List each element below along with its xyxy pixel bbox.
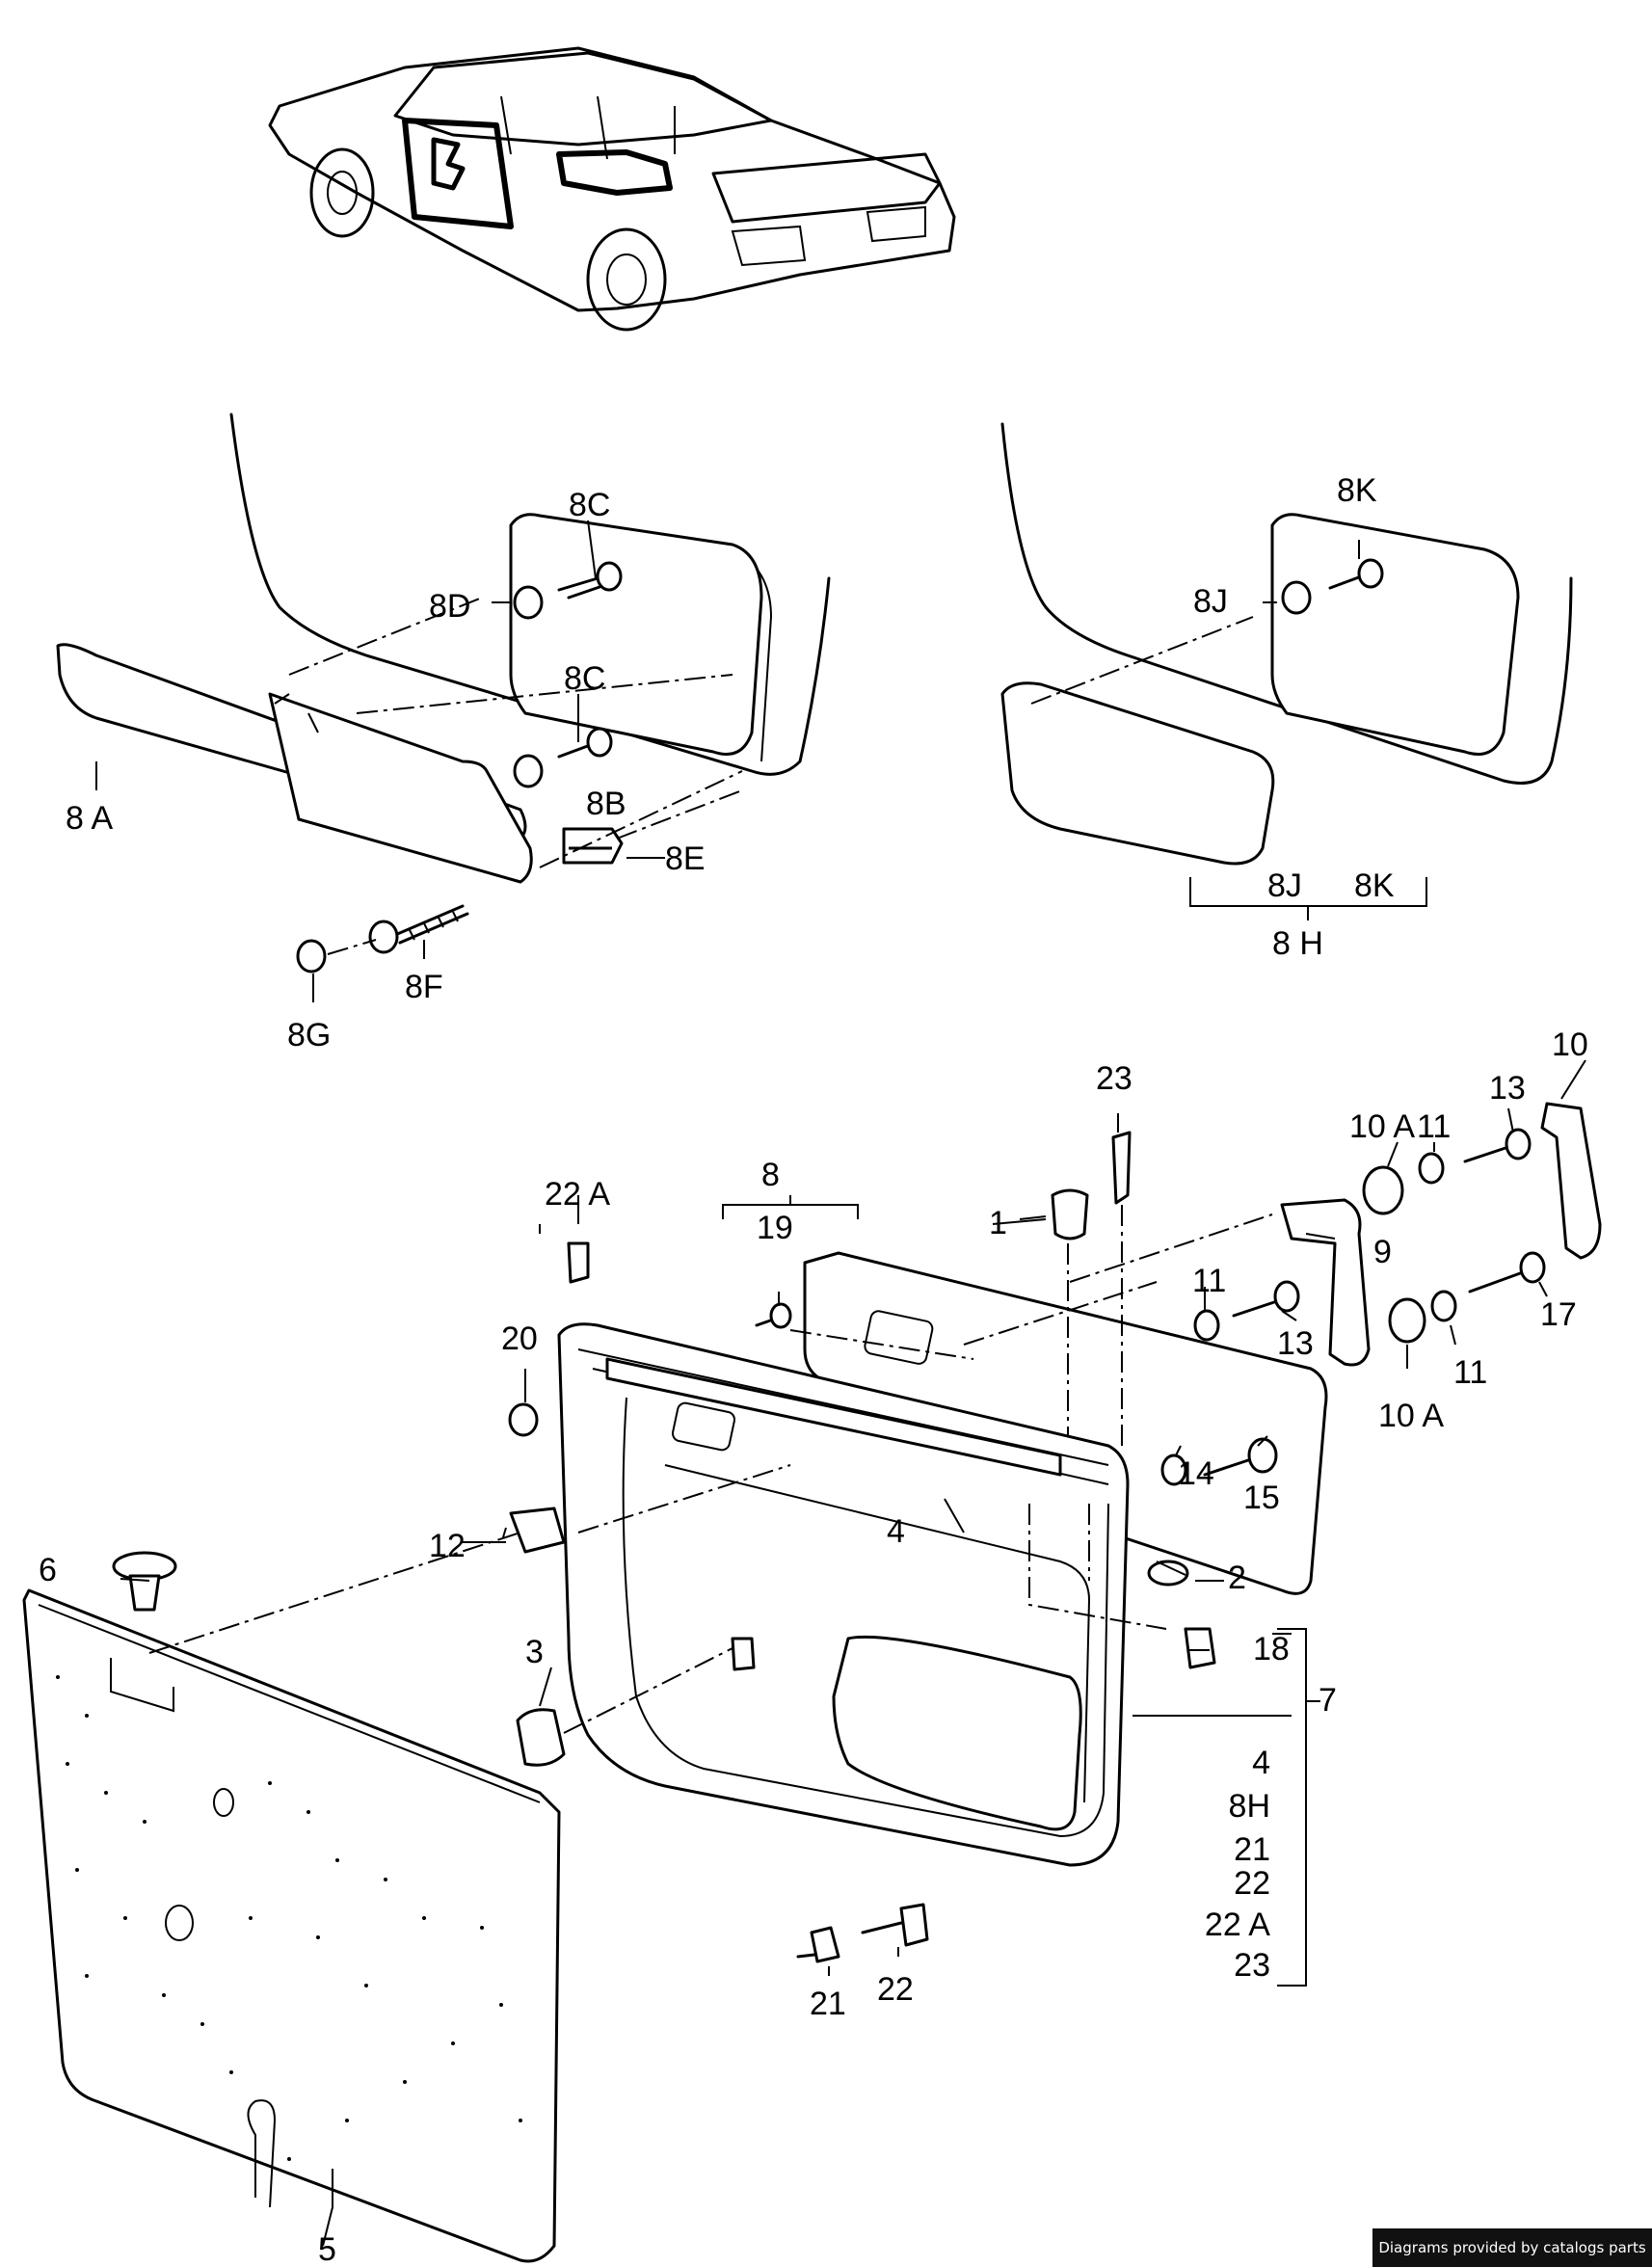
label-19: 19 [757,1210,793,1246]
door-insulation-5 [22,1588,561,2263]
label-11-mid: 11 [1192,1263,1226,1299]
group-7-item: 22 [1234,1865,1270,1902]
washer-11-bottom [1430,1290,1457,1322]
label-8C-top: 8C [569,487,610,523]
washer-8B [513,754,544,788]
label-8E: 8E [665,840,706,877]
grommet-1 [1051,1188,1089,1240]
cover-23 [1111,1131,1132,1205]
label-22: 22 [877,1971,914,2008]
armrest-group-left: 8 A 8C 8D 8C 8B 8E 8F 8G [56,413,831,1053]
cap-8G [296,939,327,973]
armrest-group-right: 8K 8J 8J 8K 8 H [1000,422,1573,962]
group-7-item: 8H [1229,1788,1270,1825]
bushing-3 [516,1708,566,1767]
label-23: 23 [1096,1060,1132,1097]
label-6: 6 [39,1552,57,1588]
label-8K-bracket: 8K [1354,867,1395,904]
label-14: 14 [1178,1455,1214,1492]
clip-21 [796,1926,840,1963]
label-12: 12 [429,1528,466,1564]
group-7-item: 4 [1252,1745,1270,1781]
label-13-top: 13 [1489,1070,1526,1107]
group-7-item: 23 [1234,1947,1270,1984]
label-8: 8 [761,1157,780,1193]
label-15: 15 [1243,1480,1280,1516]
pull-handle-9 [1280,1198,1371,1367]
label-4: 4 [887,1513,905,1550]
screw-15 [1203,1437,1278,1477]
label-13-mid: 13 [1277,1325,1314,1362]
label-17: 17 [1540,1296,1577,1333]
group-7-item: 22 A [1205,1907,1270,1943]
clip-22A [567,1241,590,1284]
clip-6 [112,1551,177,1612]
label-21: 21 [810,1986,846,2022]
clip-19 [755,1302,792,1329]
bushing-10A-bottom [1388,1297,1426,1344]
handle-cover-10 [1540,1102,1602,1260]
label-8H: 8 H [1272,925,1323,962]
label-8C-mid: 8C [564,660,605,697]
plug-20 [508,1402,539,1437]
label-5: 5 [318,2231,336,2267]
label-8G: 8G [287,1017,331,1053]
group-7-parts-list: 4 8H 21 22 22 A 23 [1205,1745,1270,1984]
label-18: 18 [1253,1631,1290,1667]
washer-8J [1281,580,1312,615]
clip-18 [1184,1627,1216,1669]
screw-13-mid [1232,1280,1300,1318]
label-20: 20 [501,1320,538,1357]
washer-11-mid [1193,1309,1220,1342]
label-8B: 8B [586,786,626,822]
clip-8E [562,827,624,865]
screw-13-top [1463,1128,1532,1163]
screw-8C-mid [557,727,613,759]
label-11-top: 11 [1417,1108,1451,1145]
bushing-10A-top [1362,1165,1404,1215]
washer-8D [513,585,544,620]
car-illustration [268,46,956,332]
screw-17 [1468,1251,1546,1294]
label-10A-top: 10 A [1349,1108,1415,1145]
diagram-credit-badge: Diagrams provided by catalogs parts [1372,2228,1652,2267]
pin-22 [861,1903,929,1947]
label-10A-bottom: 10 A [1378,1398,1444,1434]
label-10: 10 [1552,1027,1588,1063]
screw-8C-top [557,561,623,600]
label-8A: 8 A [66,800,113,837]
label-1: 1 [989,1205,1007,1241]
label-7: 7 [1319,1682,1337,1719]
label-11-bottom: 11 [1453,1354,1487,1391]
clip-12 [509,1507,566,1554]
label-22A: 22 A [545,1176,610,1213]
label-8D: 8D [429,588,470,625]
label-8J-bracket: 8J [1267,867,1302,904]
label-9: 9 [1373,1234,1392,1270]
insulation-speckle [56,1675,522,2161]
front-door-panel-group: 1 2 3 4 5 6 7 8 9 10 10 A 10 A 11 11 11 … [22,1027,1602,2267]
label-8F: 8F [405,969,443,1005]
armrest-plate-8 [803,1251,1328,1595]
screw-8K [1328,558,1384,590]
cap-2 [1147,1560,1189,1587]
label-8J-left: 8J [1193,583,1228,620]
washer-11-top [1418,1152,1445,1185]
group-7-item: 21 [1234,1831,1270,1868]
label-2: 2 [1228,1560,1246,1596]
label-3: 3 [525,1634,544,1670]
screw-8F [368,904,469,954]
label-8K-top: 8K [1337,472,1377,509]
washer-14 [1160,1454,1187,1486]
trim-strip-4 [605,1357,1062,1477]
